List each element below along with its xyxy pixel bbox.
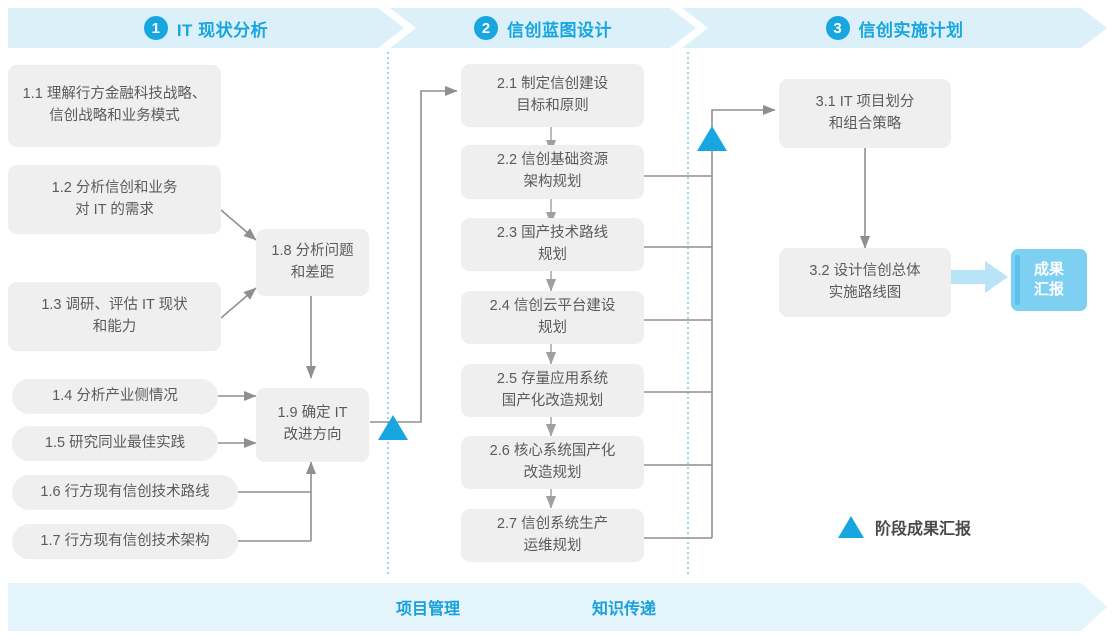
task-box-1-6[interactable]: 1.6 行方现有信创技术路线 — [12, 475, 238, 510]
phase-3-number: 3 — [825, 16, 850, 40]
phase-1-title: IT 现状分析 — [176, 20, 269, 40]
task-box-1-8[interactable]: 1.8 分析问题 和差距 — [256, 229, 369, 296]
phase-band-2: 2 信创蓝图设计 — [390, 8, 696, 48]
footer-band: 项目管理 知识传递 — [8, 583, 1107, 631]
legend-label: 阶段成果汇报 — [875, 521, 972, 538]
task-box-2-3[interactable]: 2.3 国产技术路线 规划 — [461, 218, 644, 271]
task-box-2-4[interactable]: 2.4 信创云平台建设 规划 — [461, 291, 644, 344]
task-box-3-1[interactable]: 3.1 IT 项目划分 和组合策略 — [779, 79, 951, 148]
phase-band-3: 3 信创实施计划 — [682, 8, 1107, 48]
task-box-2-2[interactable]: 2.2 信创基础资源 架构规划 — [461, 145, 644, 199]
task-box-2-7[interactable]: 2.7 信创系统生产 运维规划 — [461, 509, 644, 562]
footer-label-project-management: 项目管理 — [396, 601, 461, 618]
phase-1-number: 1 — [143, 16, 168, 40]
milestone-triangle-phase2 — [697, 126, 727, 151]
task-box-1-2[interactable]: 1.2 分析信创和业务 对 IT 的需求 — [8, 165, 221, 234]
milestone-triangle-phase1 — [378, 415, 408, 440]
task-box-1-1[interactable]: 1.1 理解行方金融科技战略、 信创战略和业务模式 — [8, 65, 221, 147]
phase-3-header: 3 信创实施计划 — [825, 16, 964, 41]
task-box-2-1[interactable]: 2.1 制定信创建设 目标和原则 — [461, 64, 644, 127]
result-arrow — [950, 261, 1008, 293]
footer-label-knowledge-transfer: 知识传递 — [592, 601, 657, 618]
task-box-1-9[interactable]: 1.9 确定 IT 改进方向 — [256, 388, 369, 462]
milestone-triangle-icon — [838, 516, 864, 538]
phase-2-title: 信创蓝图设计 — [507, 20, 612, 40]
task-box-3-2[interactable]: 3.2 设计信创总体 实施路线图 — [779, 248, 951, 317]
phase-2-number: 2 — [474, 16, 498, 40]
legend: 阶段成果汇报 — [838, 515, 971, 539]
phase-1-header: 1 IT 现状分析 — [143, 16, 269, 41]
task-box-1-4[interactable]: 1.4 分析产业侧情况 — [12, 379, 218, 414]
phase-3-title: 信创实施计划 — [858, 20, 964, 40]
task-box-1-7[interactable]: 1.7 行方现有信创技术架构 — [12, 524, 238, 559]
task-box-1-5[interactable]: 1.5 研究同业最佳实践 — [12, 426, 218, 461]
result-report-chip[interactable]: 成果 汇报 — [1011, 249, 1087, 311]
phase-band-1: 1 IT 现状分析 — [8, 8, 404, 48]
task-box-2-6[interactable]: 2.6 核心系统国产化 改造规划 — [461, 436, 644, 489]
phase-2-header: 2 信创蓝图设计 — [474, 16, 612, 41]
task-box-2-5[interactable]: 2.5 存量应用系统 国产化改造规划 — [461, 364, 644, 417]
task-box-1-3[interactable]: 1.3 调研、评估 IT 现状 和能力 — [8, 282, 221, 351]
